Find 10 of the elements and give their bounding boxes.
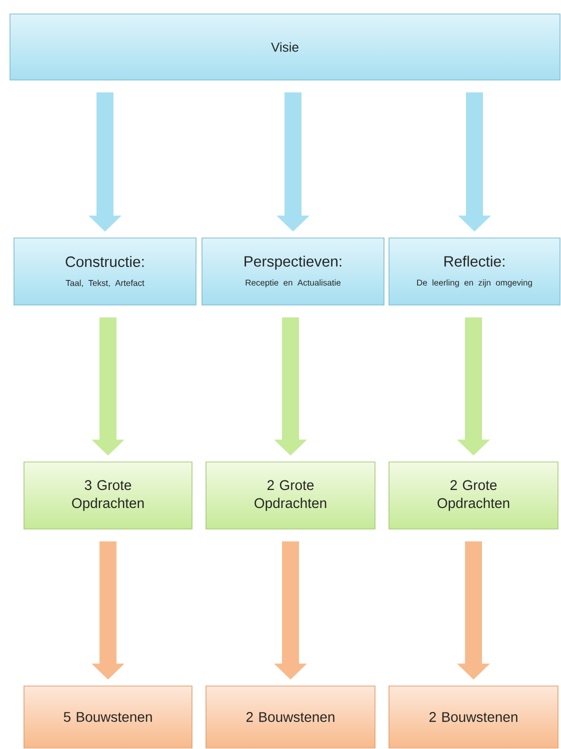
assignment-box: 2 Grote Opdrachten <box>206 462 376 530</box>
aspect-box: Reflectie: De leerling en zijn omgeving <box>388 238 560 306</box>
building-block-box: 2 Bouwstenen <box>388 686 558 748</box>
building-block-box: 5 Bouwstenen <box>24 686 192 748</box>
aspect-box: Constructie: Taal, Tekst, Artefact <box>14 238 196 306</box>
assignment-box: 2 Grote Opdrachten <box>388 462 558 530</box>
building-block-box: 2 Bouwstenen <box>206 686 376 748</box>
aspect-box: Perspectieven: Receptie en Actualisatie <box>202 238 384 306</box>
heading-box: Visie <box>10 14 560 80</box>
assignment-box: 3 Grote Opdrachten <box>24 462 192 530</box>
